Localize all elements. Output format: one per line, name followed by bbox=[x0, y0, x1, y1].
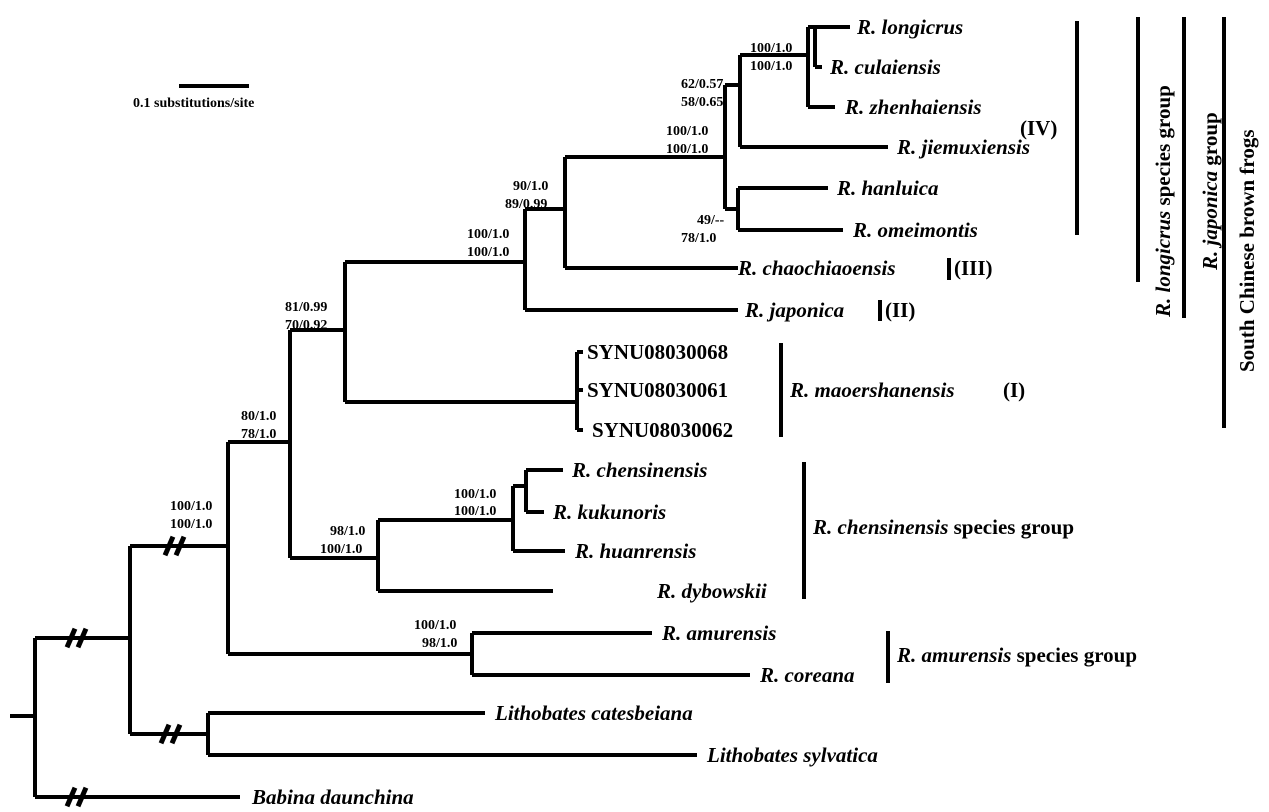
support-value: 62/0.57 bbox=[681, 77, 723, 92]
support-value: 58/0.65 bbox=[681, 95, 723, 110]
taxon-label: R. chaochiaoensis bbox=[737, 256, 896, 280]
support-value: 100/1.0 bbox=[666, 124, 708, 139]
clade-label-amurensis-group: R. amurensis species group bbox=[896, 643, 1137, 667]
support-value: 100/1.0 bbox=[454, 504, 496, 519]
clade-label-ii: (II) bbox=[885, 298, 915, 322]
branch-break-mark bbox=[64, 786, 89, 808]
support-value: 100/1.0 bbox=[750, 59, 792, 74]
taxon-label: R. culaiensis bbox=[829, 55, 941, 79]
taxon-label: Lithobates sylvatica bbox=[706, 743, 878, 767]
clade-label-south-chinese: South Chinese brown frogs bbox=[1235, 129, 1259, 372]
branch-break-mark bbox=[158, 723, 183, 745]
support-value: 100/1.0 bbox=[170, 499, 212, 514]
clade-label-chensinensis-group: R. chensinensis species group bbox=[812, 515, 1074, 539]
support-value: 100/1.0 bbox=[666, 142, 708, 157]
support-value: 70/0.92 bbox=[285, 318, 327, 333]
support-value: 100/1.0 bbox=[454, 487, 496, 502]
support-value: 100/1.0 bbox=[467, 227, 509, 242]
taxon-label: R. japonica bbox=[744, 298, 844, 322]
taxon-label: R. hanluica bbox=[836, 176, 939, 200]
scale-bar-label: 0.1 substitutions/site bbox=[133, 96, 254, 111]
clade-label-maoershanensis: R. maoershanensis bbox=[789, 378, 955, 402]
support-value: 89/0.99 bbox=[505, 197, 547, 212]
taxon-label: R. amurensis bbox=[661, 621, 776, 645]
clade-label-longicrus-group: R. longicrus species group bbox=[1151, 85, 1175, 318]
taxon-label: R. coreana bbox=[759, 663, 855, 687]
support-value: 80/1.0 bbox=[241, 409, 276, 424]
taxon-label: R. zhenhaiensis bbox=[844, 95, 982, 119]
support-value: 100/1.0 bbox=[170, 517, 212, 532]
support-value: 78/1.0 bbox=[681, 231, 716, 246]
voucher-label: SYNU08030061 bbox=[587, 378, 728, 402]
clade-label-japonica-group: R. japonica group bbox=[1198, 112, 1222, 271]
support-value: 98/1.0 bbox=[330, 524, 365, 539]
taxon-label: R. dybowskii bbox=[656, 579, 767, 603]
support-value: 90/1.0 bbox=[513, 179, 548, 194]
taxon-label: R. kukunoris bbox=[552, 500, 666, 524]
taxon-label: R. omeimontis bbox=[852, 218, 978, 242]
support-value: 49/-- bbox=[697, 213, 725, 228]
voucher-label: SYNU08030062 bbox=[592, 418, 733, 442]
taxon-label: R. huanrensis bbox=[574, 539, 696, 563]
clade-label-iv: (IV) bbox=[1020, 116, 1057, 140]
taxon-label: R. longicrus bbox=[856, 15, 963, 39]
support-value: 81/0.99 bbox=[285, 300, 327, 315]
clade-label-i: (I) bbox=[1003, 378, 1025, 402]
branch-break-mark bbox=[64, 627, 89, 649]
support-value: 100/1.0 bbox=[414, 618, 456, 633]
support-value: 100/1.0 bbox=[750, 41, 792, 56]
taxon-label: Babina daunchina bbox=[251, 785, 414, 809]
branch-break-mark bbox=[162, 535, 187, 557]
taxon-label: R. chensinensis bbox=[571, 458, 707, 482]
support-value: 100/1.0 bbox=[320, 542, 362, 557]
taxon-label: R. jiemuxiensis bbox=[896, 135, 1030, 159]
support-value: 100/1.0 bbox=[467, 245, 509, 260]
taxon-label: Lithobates catesbeiana bbox=[494, 701, 693, 725]
clade-label-iii: (III) bbox=[954, 256, 993, 280]
support-value: 98/1.0 bbox=[422, 636, 457, 651]
support-value: 78/1.0 bbox=[241, 427, 276, 442]
voucher-label: SYNU08030068 bbox=[587, 340, 728, 364]
